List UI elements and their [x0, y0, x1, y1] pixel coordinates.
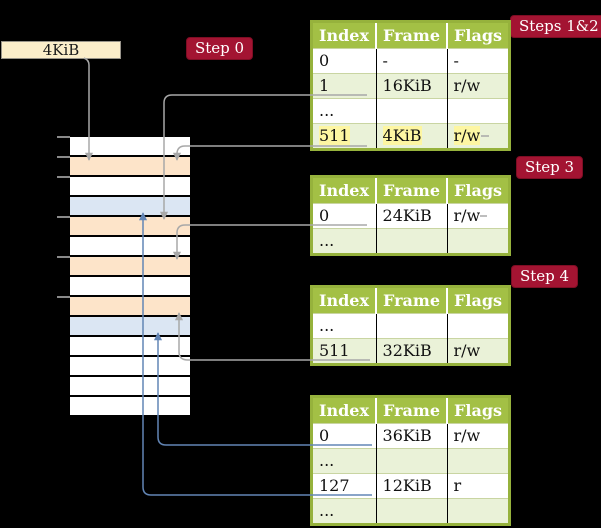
table-header-index: Index [311, 286, 378, 314]
table-row: ... [311, 98, 510, 124]
memory-row-7-plain [70, 277, 190, 295]
table-cell: - [447, 48, 510, 74]
table-cell: 16KiB [376, 73, 448, 99]
table-cell [376, 313, 448, 339]
memory-row-1-frame [70, 157, 190, 175]
table-cell: 32KiB [376, 338, 448, 365]
table-cell: r/w [447, 73, 510, 99]
memory-row-2-plain [70, 177, 190, 195]
table-cell: - [376, 48, 448, 74]
table-row: 511 4KiB r/w [311, 123, 510, 150]
table-row: ... [311, 498, 510, 525]
step-0-label: Step 0 [186, 37, 254, 60]
step-3-label: Step 3 [516, 156, 584, 179]
table-cell [447, 498, 510, 525]
memory-row-4-frame [70, 217, 190, 235]
table-cell: 127 [311, 473, 377, 499]
table-cell: 511 [311, 338, 377, 365]
table-cell [447, 448, 510, 474]
table-cell [376, 448, 448, 474]
table-cell: 36KiB [376, 423, 448, 449]
table-header-flags: Flags [447, 176, 510, 204]
memory-row-11-plain [70, 357, 190, 375]
memory-row-10-plain [70, 337, 190, 355]
address-tick-marks [57, 136, 70, 298]
table-header-frame: Frame [376, 286, 449, 314]
table-cell [447, 313, 510, 339]
table-cell: 0 [311, 423, 377, 449]
memory-row-0-plain [70, 137, 190, 155]
memory-strip [70, 137, 190, 415]
table-cell: r/w [447, 423, 510, 449]
table-header-index: Index [311, 21, 378, 49]
highlighted-value: r/w [453, 126, 481, 145]
table-row: 0-- [311, 48, 510, 74]
table-row: ... [311, 228, 510, 255]
table-cell: 0 [311, 203, 377, 229]
table-header-index: Index [311, 396, 378, 424]
highlighted-value: 4KiB [382, 126, 422, 145]
table-cell: ... [311, 498, 377, 525]
table-cell: r/w [447, 203, 510, 229]
table-cell [376, 498, 448, 525]
table-header-index: Index [311, 176, 378, 204]
table-cell [447, 228, 510, 255]
memory-row-6-frame [70, 257, 190, 275]
table-cell: ... [311, 313, 377, 339]
steps-1-2-label: Steps 1&2 [510, 15, 601, 38]
step-4-label: Step 4 [511, 265, 579, 288]
memory-row-8-frame [70, 297, 190, 315]
memory-row-5-plain [70, 237, 190, 255]
frame-size-label: 4KiB [42, 41, 80, 59]
table-cell [376, 228, 448, 255]
table-cell [447, 98, 510, 124]
table-cell: r [447, 473, 510, 499]
table-header-flags: Flags [447, 286, 510, 314]
highlighted-value: 511 [319, 126, 350, 145]
memory-row-13-plain [70, 397, 190, 415]
memory-row-9-mapped [70, 317, 190, 335]
table-cell: 24KiB [376, 203, 448, 229]
table-row: ... [311, 448, 510, 474]
memory-row-3-mapped [70, 197, 190, 215]
table-header-flags: Flags [447, 396, 510, 424]
table-header-frame: Frame [376, 21, 449, 49]
memory-row-12-plain [70, 377, 190, 395]
table-cell: 511 [311, 123, 377, 150]
table-header-frame: Frame [376, 176, 449, 204]
table-cell: ... [311, 98, 377, 124]
table-cell: 1 [311, 73, 377, 99]
table-cell: ... [311, 448, 377, 474]
table-cell: 0 [311, 48, 377, 74]
table-cell: r/w [447, 338, 510, 365]
table-cell: ... [311, 228, 377, 255]
frame-size-box: 4KiB [1, 41, 121, 59]
table-cell: r/w [447, 123, 510, 150]
table-header-frame: Frame [376, 396, 449, 424]
table-row: ... [311, 313, 510, 339]
table-cell: 4KiB [376, 123, 448, 150]
table-cell [376, 98, 448, 124]
table-cell: 12KiB [376, 473, 448, 499]
table-header-flags: Flags [447, 21, 510, 49]
